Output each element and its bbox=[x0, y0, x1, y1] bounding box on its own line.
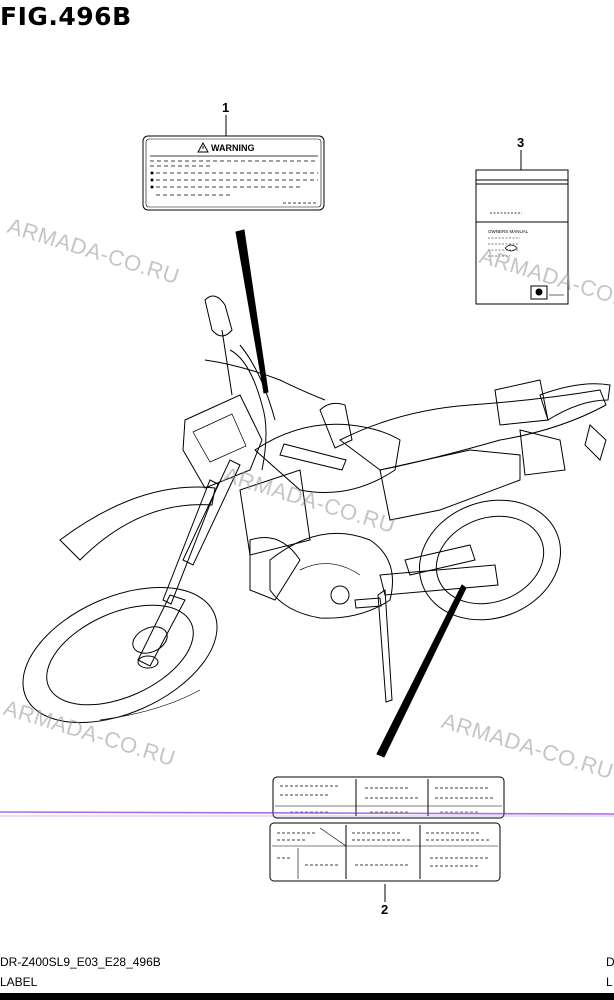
callout-number-3: 3 bbox=[517, 135, 525, 150]
footer-right-code: D bbox=[606, 955, 614, 969]
leader-line-2-pointer bbox=[376, 584, 467, 758]
warning-label-part bbox=[142, 115, 325, 211]
suzuki-logo-icon bbox=[530, 285, 548, 300]
footer-figure-code: DR-Z400SL9_E03_E28_496B bbox=[0, 955, 161, 969]
callout-number-1: 1 bbox=[222, 100, 230, 115]
bottom-bar bbox=[0, 993, 614, 1000]
manual-outline bbox=[475, 169, 569, 305]
footer-right-label: L bbox=[606, 975, 613, 989]
info-label-lower bbox=[269, 822, 501, 882]
warning-triangle-icon bbox=[197, 141, 209, 153]
leader-line-1-pointer bbox=[235, 229, 269, 394]
manual-title: OWNERS MANUAL bbox=[488, 229, 529, 234]
info-label-part bbox=[269, 776, 505, 902]
callout-number-2: 2 bbox=[381, 902, 389, 917]
motorcycle-drawing bbox=[22, 295, 611, 724]
figure-title: FIG.496B bbox=[0, 2, 132, 31]
info-label-upper bbox=[272, 776, 505, 819]
warning-label-heading: WARNING bbox=[211, 143, 255, 153]
warning-label-outline bbox=[142, 135, 325, 211]
footer-section-label: LABEL bbox=[0, 975, 38, 989]
owners-manual-part bbox=[475, 150, 569, 305]
